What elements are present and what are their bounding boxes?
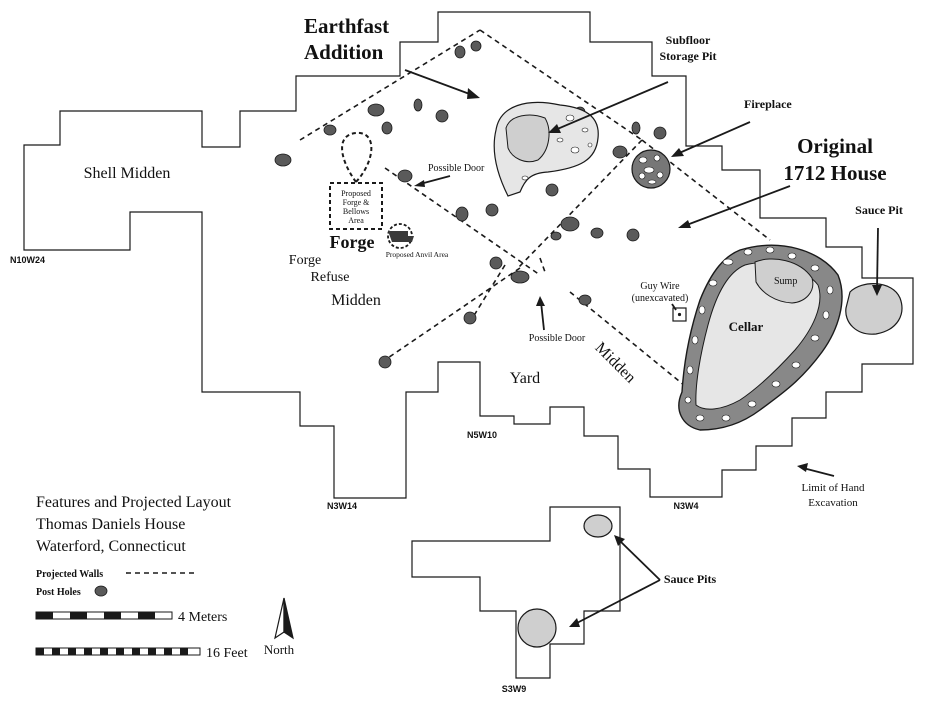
label-midden-east: Midden — [592, 339, 639, 386]
post-hole — [463, 311, 477, 325]
post-hole — [274, 153, 292, 167]
label-guy-wire: Guy Wire — [640, 281, 680, 292]
scale-bar-meters: 4 Meters — [35, 610, 227, 625]
post-hole — [578, 294, 592, 306]
post-hole — [510, 270, 530, 284]
scale-meters-label: 4 Meters — [178, 610, 227, 625]
label-forge-refuse-2: Refuse — [311, 270, 350, 285]
fireplace-feature — [631, 149, 671, 189]
scale-bar-feet: 16 Feet — [35, 646, 248, 661]
label-unexcavated: (unexcavated) — [632, 293, 689, 304]
legend-title-1: Features and Projected Layout — [36, 494, 232, 511]
sauce-pit-south-2 — [517, 608, 557, 648]
post-hole — [455, 206, 469, 222]
map-labels: Earthfast Addition Subfloor Storage Pit … — [84, 14, 903, 586]
post-hole — [626, 228, 640, 242]
grid-label-n5w10: N5W10 — [467, 430, 497, 440]
label-subfloor: Subfloor — [666, 33, 711, 47]
wall-segment — [381, 267, 521, 363]
legend-title-3: Waterford, Connecticut — [36, 538, 186, 555]
post-hole — [612, 145, 628, 159]
post-hole — [378, 355, 392, 369]
label-forge-and: Forge & — [343, 198, 371, 207]
label-1712-house: 1712 House — [783, 161, 886, 185]
label-sauce-pit: Sauce Pit — [855, 203, 903, 217]
post-hole — [381, 121, 393, 135]
wall-segment — [469, 264, 506, 323]
post-hole — [545, 183, 559, 197]
post-holes — [274, 40, 667, 369]
post-hole — [413, 98, 423, 112]
anvil-shape — [387, 223, 414, 249]
label-yard: Yard — [510, 370, 540, 387]
post-hole — [435, 109, 449, 123]
legend-posts-label: Post Holes — [36, 587, 81, 598]
label-forge: Forge — [330, 232, 375, 252]
post-hole — [454, 45, 466, 59]
grid-label-s3w9: S3W9 — [502, 684, 527, 694]
post-hole — [367, 103, 385, 117]
scale-feet-label: 16 Feet — [206, 646, 248, 661]
excavation-boundary-south — [411, 506, 621, 679]
post-hole — [590, 227, 604, 239]
north-arrow-icon: North — [264, 597, 295, 657]
grid-label-n3w14: N3W14 — [327, 501, 357, 511]
label-sauce-pits: Sauce Pits — [664, 572, 717, 586]
legend: Features and Projected Layout Thomas Dan… — [36, 494, 232, 598]
post-hole — [489, 256, 503, 270]
wall-segment — [384, 167, 541, 276]
cellar-feature — [678, 244, 843, 431]
label-proposed: Proposed — [341, 189, 371, 198]
label-original: Original — [797, 134, 873, 158]
subfloor-storage-pit — [493, 101, 599, 197]
grid-label-n10w24: N10W24 — [10, 255, 45, 265]
north-label: North — [264, 642, 295, 657]
grid-label-n3w4: N3W4 — [673, 501, 698, 511]
label-limit-1: Limit of Hand — [802, 482, 865, 494]
wall-segment — [479, 29, 643, 141]
label-sump: Sump — [774, 276, 797, 287]
proposed-forge-area — [329, 131, 383, 230]
forge-loop — [341, 131, 373, 183]
label-fireplace: Fireplace — [744, 97, 792, 111]
wall-segment — [539, 257, 546, 273]
post-hole — [560, 216, 580, 232]
sauce-pit-east — [845, 283, 903, 335]
label-cellar: Cellar — [729, 319, 764, 334]
post-hole — [550, 231, 562, 241]
label-addition: Addition — [304, 40, 384, 64]
post-hole — [397, 169, 413, 183]
post-hole — [653, 126, 667, 140]
label-possible-door-2: Possible Door — [529, 333, 586, 344]
label-area: Area — [348, 216, 364, 225]
sauce-pit-south-1 — [583, 514, 613, 538]
label-proposed-anvil: Proposed Anvil Area — [386, 250, 449, 259]
post-hole — [485, 203, 499, 217]
arrows — [404, 69, 882, 627]
label-bellows: Bellows — [343, 207, 369, 216]
excavation-boundary — [23, 11, 914, 499]
label-forge-refuse-1: Forge — [289, 253, 321, 268]
label-limit-2: Excavation — [808, 497, 858, 509]
sump — [754, 258, 814, 304]
legend-post-swatch — [94, 585, 108, 597]
legend-walls-label: Projected Walls — [36, 569, 103, 580]
label-storage-pit: Storage Pit — [660, 49, 717, 63]
label-shell-midden: Shell Midden — [84, 165, 171, 182]
post-hole — [470, 40, 482, 52]
label-possible-door-1: Possible Door — [428, 163, 485, 174]
projected-walls — [299, 29, 771, 391]
label-earthfast: Earthfast — [304, 14, 389, 38]
post-hole — [323, 124, 337, 136]
wall-segment — [569, 291, 691, 391]
legend-title-2: Thomas Daniels House — [36, 516, 185, 533]
grid-labels: N10W24 N5W10 N3W14 N3W4 S3W9 — [10, 255, 699, 694]
post-hole — [631, 121, 641, 135]
wall-segment — [517, 139, 643, 269]
wall-segment — [299, 29, 481, 141]
label-midden-forge: Midden — [331, 292, 381, 309]
guy-wire-marker — [672, 307, 687, 322]
